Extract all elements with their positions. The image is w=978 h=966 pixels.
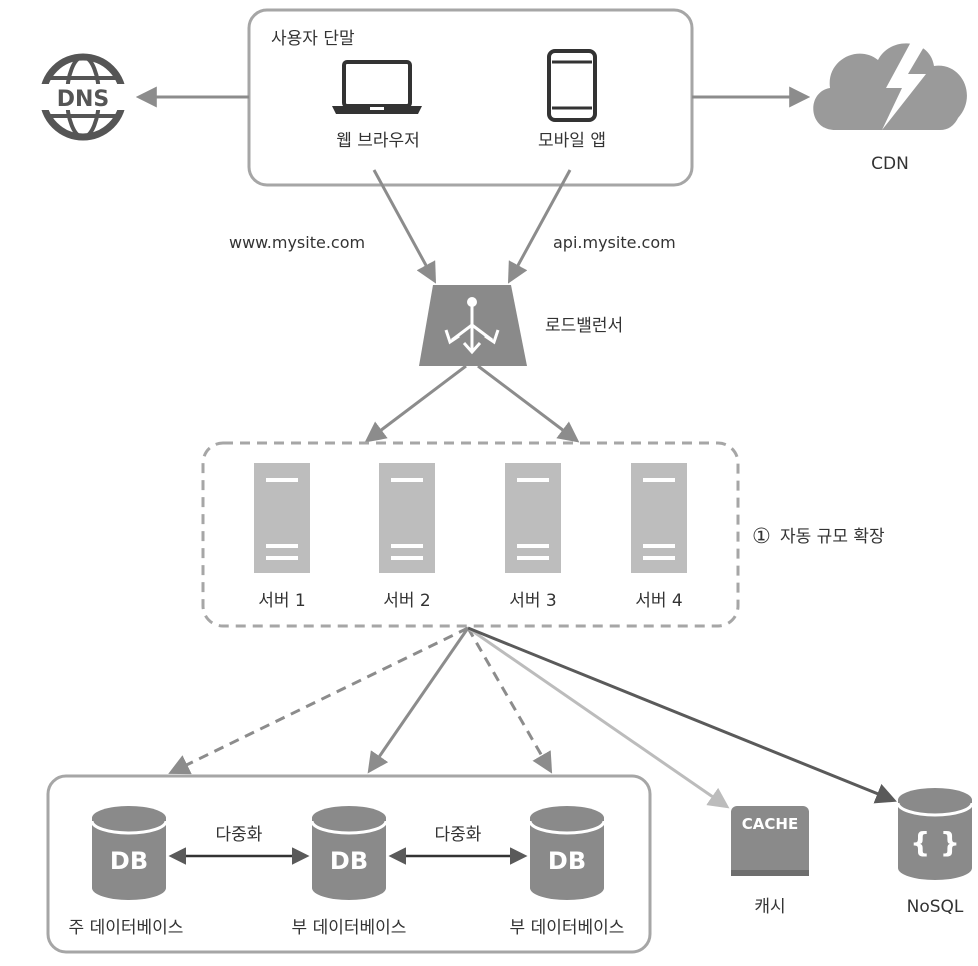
database-icon: DB xyxy=(90,806,168,900)
load-balancer-icon xyxy=(419,285,527,366)
server-4: 서버 4 xyxy=(631,463,687,611)
server-label: 서버 4 xyxy=(635,591,683,611)
laptop-icon xyxy=(332,60,422,114)
server-label: 서버 1 xyxy=(258,591,306,611)
arrow-web-to-lb xyxy=(372,169,437,284)
server-icon xyxy=(254,463,310,573)
database-group-box xyxy=(46,774,652,954)
database-icon: DB xyxy=(310,806,388,900)
nosql-icon-text: { } xyxy=(910,826,960,859)
server-label: 서버 3 xyxy=(509,591,557,611)
mobile-app-label: 모바일 앱 xyxy=(538,131,606,151)
server-2: 서버 2 xyxy=(379,463,435,611)
slave-db-1-label: 부 데이터베이스 xyxy=(292,918,407,938)
cdn-cloud-icon xyxy=(813,40,967,130)
autoscale-label: 자동 규모 확장 xyxy=(780,527,885,547)
cache-icon-text: CACHE xyxy=(742,815,798,833)
arrow-servers-to-slave1-db xyxy=(367,627,470,774)
server-1: 서버 1 xyxy=(254,463,310,611)
client-devices-title: 사용자 단말 xyxy=(271,29,355,49)
arrow-servers-to-slave2-db xyxy=(466,627,553,774)
arrow-lb-to-servers-left xyxy=(364,364,467,443)
replication-label-2: 다중화 xyxy=(435,825,482,845)
cache-icon: CACHE xyxy=(731,806,809,876)
arrow-lb-to-servers-right xyxy=(477,364,580,443)
slave-database-1: DB 부 데이터베이스 xyxy=(292,806,407,938)
autoscale-marker: ① xyxy=(752,524,771,548)
arrow-servers-to-nosql xyxy=(467,626,897,804)
web-domain-label: www.mysite.com xyxy=(229,233,365,252)
web-browser-label: 웹 브라우저 xyxy=(336,131,420,151)
load-balancer-label: 로드밸런서 xyxy=(545,316,623,336)
server-cluster-box xyxy=(201,441,740,628)
server-icon xyxy=(631,463,687,573)
mobile-phone-icon xyxy=(547,49,597,122)
arrow-mobile-to-lb xyxy=(507,169,572,284)
master-db-label: 주 데이터베이스 xyxy=(69,918,184,938)
cdn-label: CDN xyxy=(871,154,909,174)
db-icon-text: DB xyxy=(110,847,148,875)
server-icon xyxy=(505,463,561,573)
api-domain-label: api.mysite.com xyxy=(553,233,676,252)
arrow-servers-to-cache xyxy=(467,626,730,809)
server-3: 서버 3 xyxy=(505,463,561,611)
client-devices-group: 사용자 단말 웹 브라우저 모바일 앱 xyxy=(247,8,694,187)
server-icon xyxy=(379,463,435,573)
dns-globe-icon: DNS xyxy=(36,53,130,141)
server-label: 서버 2 xyxy=(383,591,431,611)
db-icon-text: DB xyxy=(548,847,586,875)
dns-label: DNS xyxy=(57,87,110,112)
db-icon-text: DB xyxy=(330,847,368,875)
nosql-label: NoSQL xyxy=(907,897,964,917)
cache-label: 캐시 xyxy=(754,897,785,917)
slave-database-2: DB 부 데이터베이스 xyxy=(510,806,625,938)
database-icon: DB xyxy=(528,806,606,900)
nosql-database-icon: { } xyxy=(896,788,974,880)
arrow-servers-to-master-db xyxy=(168,626,469,775)
master-database: DB 주 데이터베이스 xyxy=(69,806,184,938)
slave-db-2-label: 부 데이터베이스 xyxy=(510,918,625,938)
replication-label-1: 다중화 xyxy=(216,825,263,845)
